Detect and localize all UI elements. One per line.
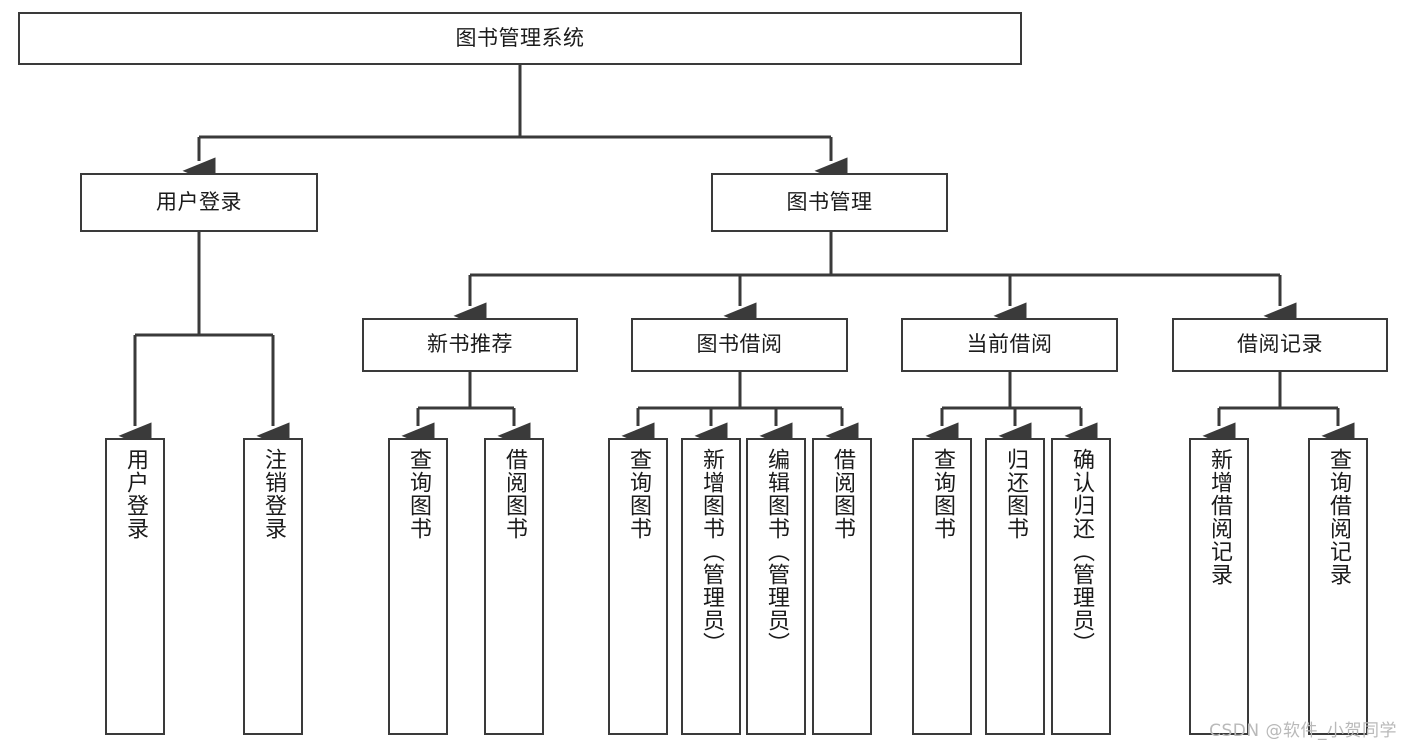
- node-current-borrow[interactable]: 当前借阅: [901, 318, 1118, 372]
- node-leaf-current-query-book-label: 查询图书: [929, 448, 955, 540]
- node-root-label: 图书管理系统: [455, 25, 585, 50]
- node-user-login[interactable]: 用户登录: [80, 173, 318, 232]
- node-leaf-current-return-book-label: 归还图书: [1002, 448, 1028, 540]
- node-leaf-user-login-label: 用户登录: [122, 448, 148, 540]
- node-leaf-borrow-lend-book[interactable]: 借阅图书: [812, 438, 872, 735]
- node-leaf-record-add-label: 新增借阅记录: [1206, 448, 1232, 586]
- node-current-borrow-label: 当前借阅: [966, 332, 1053, 357]
- node-leaf-borrow-add-book[interactable]: 新增图书（管理员）: [681, 438, 741, 735]
- node-new-book-rec-label: 新书推荐: [427, 332, 513, 357]
- node-leaf-record-add[interactable]: 新增借阅记录: [1189, 438, 1249, 735]
- node-book-manage[interactable]: 图书管理: [711, 173, 948, 232]
- node-leaf-record-query-label: 查询借阅记录: [1325, 448, 1351, 586]
- node-leaf-current-confirm-return[interactable]: 确认归还（管理员）: [1051, 438, 1111, 735]
- node-leaf-user-logout-label: 注销登录: [260, 448, 286, 540]
- node-root[interactable]: 图书管理系统: [18, 12, 1022, 65]
- node-leaf-borrow-edit-book[interactable]: 编辑图书（管理员）: [746, 438, 806, 735]
- node-book-borrow[interactable]: 图书借阅: [631, 318, 848, 372]
- node-leaf-rec-borrow-book-label: 借阅图书: [501, 448, 527, 540]
- node-leaf-user-logout[interactable]: 注销登录: [243, 438, 303, 735]
- node-leaf-rec-query-book[interactable]: 查询图书: [388, 438, 448, 735]
- node-leaf-borrow-lend-book-label: 借阅图书: [829, 448, 855, 540]
- node-leaf-record-query[interactable]: 查询借阅记录: [1308, 438, 1368, 735]
- node-user-login-label: 用户登录: [156, 189, 242, 214]
- node-leaf-borrow-edit-book-label: 编辑图书（管理员）: [763, 448, 789, 655]
- node-leaf-borrow-query-book[interactable]: 查询图书: [608, 438, 668, 735]
- node-book-borrow-label: 图书借阅: [696, 332, 783, 357]
- node-borrow-record[interactable]: 借阅记录: [1172, 318, 1388, 372]
- node-book-manage-label: 图书管理: [786, 189, 873, 214]
- node-leaf-borrow-add-book-label: 新增图书（管理员）: [698, 448, 724, 655]
- node-leaf-borrow-query-book-label: 查询图书: [625, 448, 651, 540]
- node-leaf-rec-borrow-book[interactable]: 借阅图书: [484, 438, 544, 735]
- node-new-book-rec[interactable]: 新书推荐: [362, 318, 578, 372]
- node-leaf-current-confirm-return-label: 确认归还（管理员）: [1068, 448, 1094, 655]
- node-borrow-record-label: 借阅记录: [1237, 332, 1323, 357]
- node-leaf-user-login[interactable]: 用户登录: [105, 438, 165, 735]
- node-leaf-current-return-book[interactable]: 归还图书: [985, 438, 1045, 735]
- node-leaf-rec-query-book-label: 查询图书: [405, 448, 431, 540]
- watermark-text: CSDN @软件_小贺同学: [1209, 721, 1397, 741]
- node-leaf-current-query-book[interactable]: 查询图书: [912, 438, 972, 735]
